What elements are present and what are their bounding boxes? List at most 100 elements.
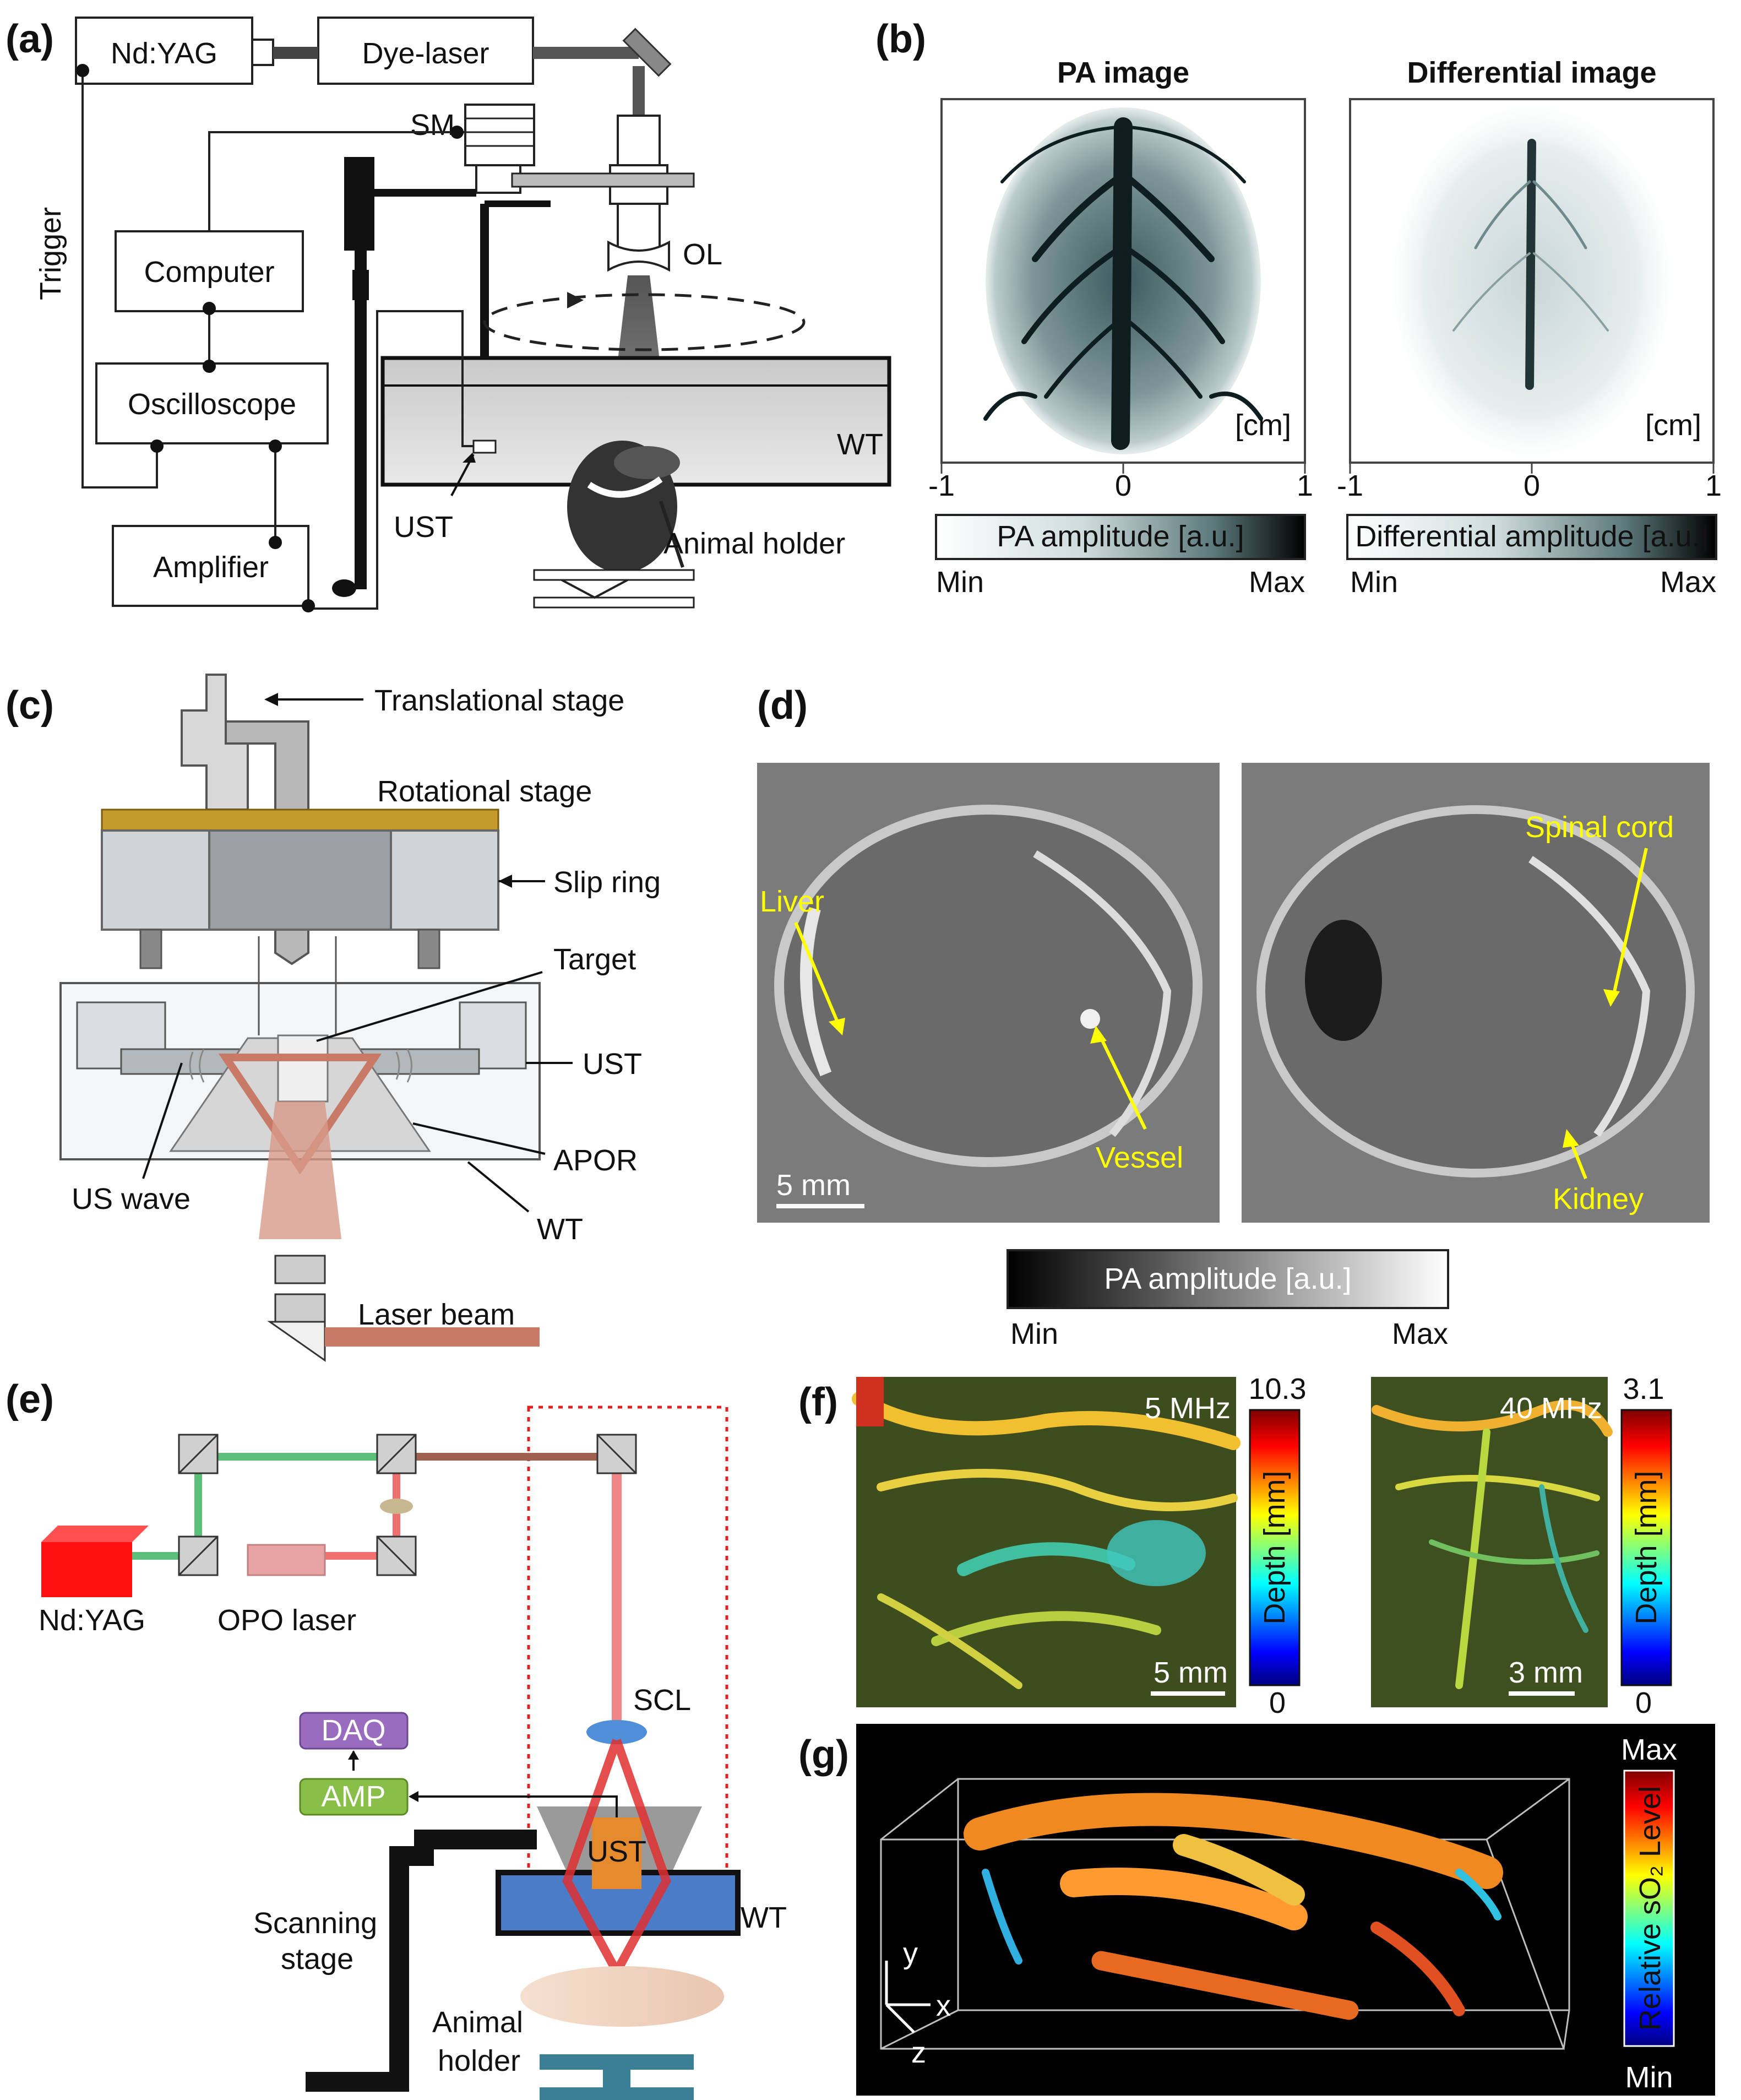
c-ust-label: UST [583,1048,642,1081]
scl-label: SCL [633,1684,691,1717]
f-right-freq: 40 MHz [1500,1392,1602,1425]
amplifier-label: Amplifier [153,551,269,584]
us-wave-arcs [189,1049,412,1083]
b-left-tick-zero: 0 [1115,469,1131,502]
d-liver-edge [800,907,832,1077]
diff-colorbar-label: Differential amplitude [a.u.] [1355,520,1708,553]
kidney-label: Kidney [1553,1182,1644,1215]
f-right-vessels [1372,1400,1613,1689]
vessel-arrowhead [1090,1025,1107,1044]
panel-a: (a) Nd:YAG Dye-laser OL SM [6,17,891,612]
stage-label: stage [281,1942,353,1976]
mouse-band [587,476,663,498]
daq-arrowhead [348,1750,359,1760]
rotational-label: Rotational stage [377,775,592,808]
daq-label: DAQ [321,1714,385,1747]
panel-g-letter: (g) [798,1733,849,1777]
laser-beam [325,1327,540,1347]
post-knob [352,270,369,300]
e-mouse [520,1966,724,2027]
e-ndyag-top [41,1526,149,1542]
sm-dot [450,126,464,139]
d-colorbar [1006,1249,1449,1309]
scanning-stage [306,1830,537,2092]
laser-triangle [218,1054,382,1175]
target-label: Target [553,943,636,976]
b-right-tick-min: -1 [1337,469,1363,502]
lens-2 [274,1293,326,1323]
vessel-label: Vessel [1096,1141,1183,1174]
slip-label: Slip ring [553,866,661,899]
translational-arrowhead [264,693,278,706]
daq-box [299,1712,409,1750]
g-colorbar [1623,1770,1675,2047]
oscilloscope-label: Oscilloscope [128,388,296,421]
apor-pointer [412,1122,546,1155]
pa-colorbar [935,514,1306,560]
holder-strut [561,579,628,599]
f-left-vessels [852,1392,1241,1689]
laser-label: Laser beam [358,1298,515,1331]
wt-label: WT [837,428,883,461]
f-right-scale: 3 mm [1509,1656,1583,1689]
panel-d-letter: (d) [757,683,808,728]
g-box-frame [880,1778,1570,2050]
e-lens-small [380,1499,413,1514]
computer-box [115,230,304,312]
ol-label: OL [683,238,722,271]
d-vessel-spot [1080,1009,1100,1029]
e-ust-label: UST [587,1835,646,1868]
rotation-path [483,293,806,351]
b-left-tick-max: 1 [1297,469,1313,502]
spinal-label: Spinal cord [1525,811,1674,844]
osc-dot-top [203,360,216,373]
holder-label: Animal holder [663,527,845,560]
panel-g: (g) y x z Max Min R [798,1724,1715,2096]
pa-image-title: PA image [1057,56,1189,89]
rotation-arrow [567,292,584,308]
leg-left [139,929,162,969]
objective-lens [607,240,670,272]
pa-vessels [983,117,1263,450]
liver-arrowhead [829,1018,845,1035]
spinal-arrowhead [1603,989,1620,1007]
panel-b-letter: (b) [875,17,926,61]
e-mirrors [178,1434,637,1576]
panel-f: (f) 5 MHz 5 mm 10.3 0 Depth [mm] 40 MHz … [798,1372,1672,1719]
trigger-label: Trigger [34,207,67,300]
slip-arrowhead [498,875,512,888]
slip-ring-core [208,829,392,931]
f-left-colorbar [1249,1409,1301,1686]
holder-base [533,596,695,609]
e-ndyag-label: Nd:YAG [39,1604,145,1637]
panel-f-letter: (f) [798,1380,838,1424]
leg-right [417,929,440,969]
g-axis-y: y [903,1937,918,1970]
computer-label: Computer [144,256,274,289]
stepper-motor [464,104,535,166]
f-left-scale: 5 mm [1154,1656,1228,1689]
diff-image-title: Differential image [1407,56,1656,89]
holder-plate [533,569,695,581]
e-ndyag-box [41,1542,132,1597]
mouse-head [614,446,680,479]
e-ust-box [592,1817,641,1889]
ndyag-port [251,39,274,66]
diff-colorbar [1346,514,1717,560]
panel-c-letter: (c) [6,683,54,728]
scl-lens [586,1720,647,1744]
apor-label: APOR [553,1144,638,1177]
d-left-edge [1033,850,1172,1137]
panel-b: (b) PA image Differential image [cm] [875,17,1722,599]
g-axis-z: z [911,2036,926,2069]
amp-arrowhead [409,1791,418,1802]
ndyag-box [75,17,253,85]
b-right-tick-max: 1 [1705,469,1722,502]
e-holder-base [540,2087,694,2100]
osc-dot-left [150,439,164,453]
scanning-label: Scanning [253,1907,377,1940]
vessel-arrow [1097,1032,1147,1130]
f-right-min: 0 [1635,1686,1652,1719]
g-axis-x: x [936,1989,951,2022]
